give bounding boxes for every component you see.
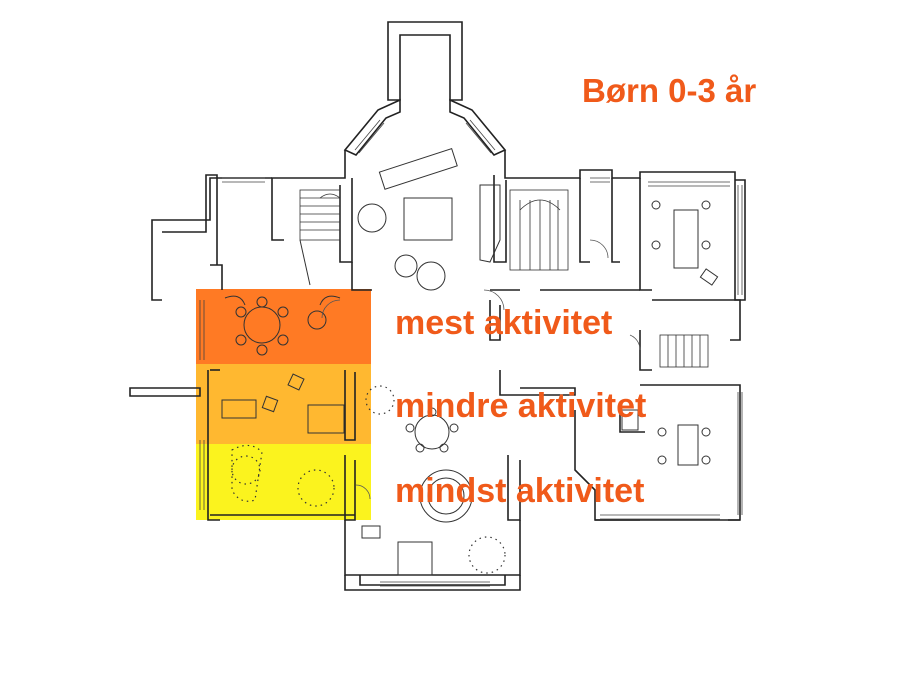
plan-title: Børn 0-3 år: [582, 72, 757, 109]
dotted-rugs: [231, 385, 506, 574]
furniture: [221, 148, 719, 576]
windows: [199, 119, 743, 587]
zone-label-most-activity: mest aktivitet: [395, 304, 613, 342]
walls: [129, 21, 746, 591]
zone-label-least-activity: mindst aktivitet: [395, 472, 645, 510]
zone-least-activity: [196, 444, 371, 520]
zone-label-less-activity: mindre aktivitet: [395, 387, 647, 425]
stairs: [299, 189, 709, 368]
zone-less-activity: [196, 364, 371, 444]
door-swings: [321, 239, 641, 500]
zone-most-activity: [196, 289, 371, 364]
